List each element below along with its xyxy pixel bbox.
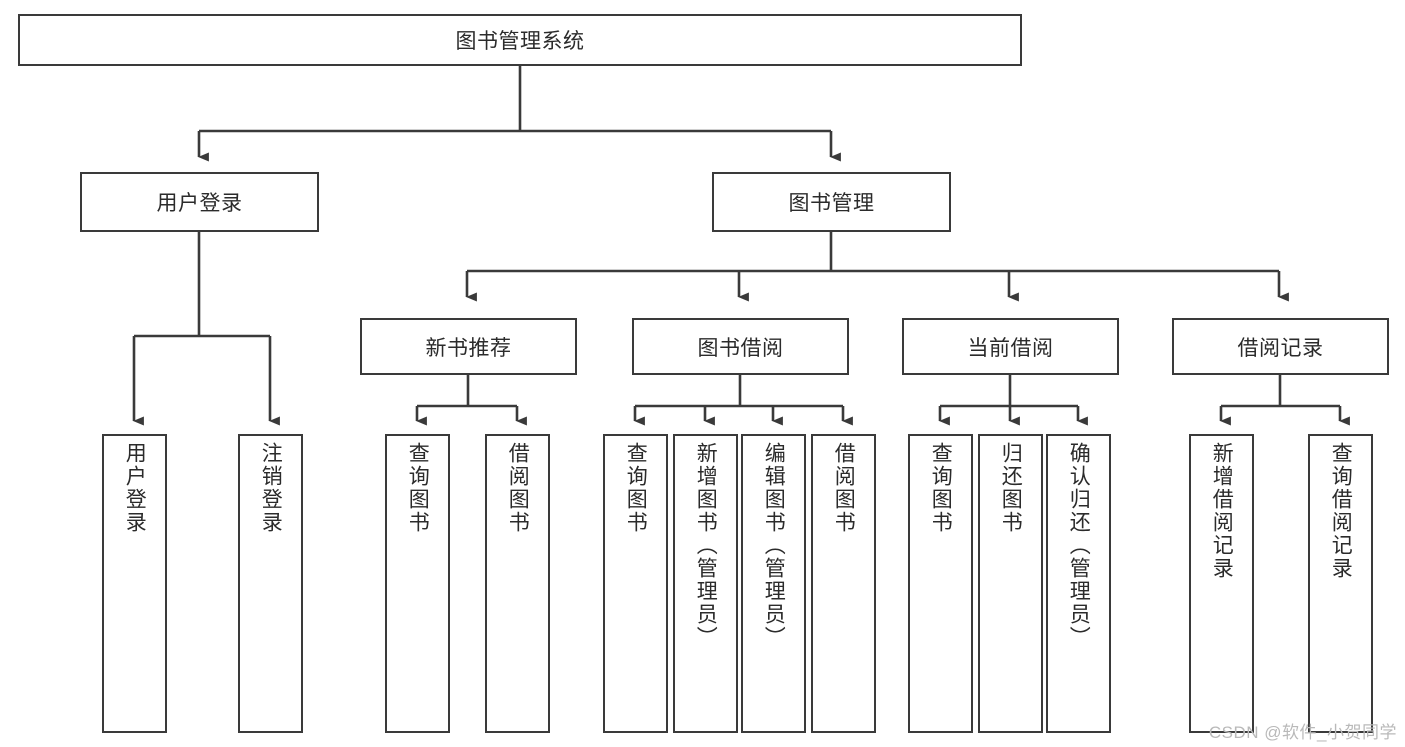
node-leaf-borrow-book-1[interactable]: 借阅图书 — [485, 434, 550, 733]
node-leaf-user-login[interactable]: 用户登录 — [102, 434, 167, 733]
node-leaf-query-book-2[interactable]: 查询图书 — [603, 434, 668, 733]
node-leaf-add-record[interactable]: 新增借阅记录 — [1189, 434, 1254, 733]
node-leaf-logout-label: 注销登录 — [259, 442, 283, 534]
node-borrow-record-label: 借阅记录 — [1237, 336, 1324, 360]
node-book-manage[interactable]: 图书管理 — [712, 172, 951, 232]
node-leaf-borrow-book-2-label: 借阅图书 — [832, 442, 856, 534]
node-leaf-query-book-1[interactable]: 查询图书 — [385, 434, 450, 733]
node-leaf-query-record-label: 查询借阅记录 — [1329, 442, 1353, 580]
node-new-book-recommend-label: 新书推荐 — [425, 336, 512, 360]
node-leaf-query-book-2-label: 查询图书 — [624, 442, 648, 534]
node-book-borrow[interactable]: 图书借阅 — [632, 318, 849, 375]
node-current-borrow-label: 当前借阅 — [967, 336, 1054, 360]
node-root[interactable]: 图书管理系统 — [18, 14, 1022, 66]
node-leaf-query-book-1-label: 查询图书 — [406, 442, 430, 534]
node-leaf-borrow-book-2[interactable]: 借阅图书 — [811, 434, 876, 733]
node-leaf-edit-book-label: 编辑图书（管理员） — [762, 442, 786, 649]
node-book-manage-label: 图书管理 — [788, 192, 875, 215]
node-borrow-record[interactable]: 借阅记录 — [1172, 318, 1389, 375]
node-book-borrow-label: 图书借阅 — [697, 336, 784, 360]
node-leaf-confirm-return-label: 确认归还（管理员） — [1067, 442, 1091, 649]
node-new-book-recommend[interactable]: 新书推荐 — [360, 318, 577, 375]
node-leaf-return-book-label: 归还图书 — [999, 442, 1023, 534]
node-leaf-logout[interactable]: 注销登录 — [238, 434, 303, 733]
node-current-borrow[interactable]: 当前借阅 — [902, 318, 1119, 375]
watermark-text: CSDN @软件_小贺同学 — [1208, 723, 1397, 742]
node-user-login[interactable]: 用户登录 — [80, 172, 319, 232]
node-leaf-borrow-book-1-label: 借阅图书 — [506, 442, 530, 534]
node-leaf-confirm-return[interactable]: 确认归还（管理员） — [1046, 434, 1111, 733]
node-leaf-add-book-label: 新增图书（管理员） — [694, 442, 718, 649]
node-leaf-query-book-3[interactable]: 查询图书 — [908, 434, 973, 733]
node-leaf-add-book[interactable]: 新增图书（管理员） — [673, 434, 738, 733]
node-root-label: 图书管理系统 — [455, 30, 585, 53]
node-leaf-query-book-3-label: 查询图书 — [929, 442, 953, 534]
node-user-login-label: 用户登录 — [156, 192, 243, 215]
node-leaf-user-login-label: 用户登录 — [123, 442, 147, 534]
node-leaf-edit-book[interactable]: 编辑图书（管理员） — [741, 434, 806, 733]
node-leaf-query-record[interactable]: 查询借阅记录 — [1308, 434, 1373, 733]
node-leaf-add-record-label: 新增借阅记录 — [1210, 442, 1234, 580]
node-leaf-return-book[interactable]: 归还图书 — [978, 434, 1043, 733]
